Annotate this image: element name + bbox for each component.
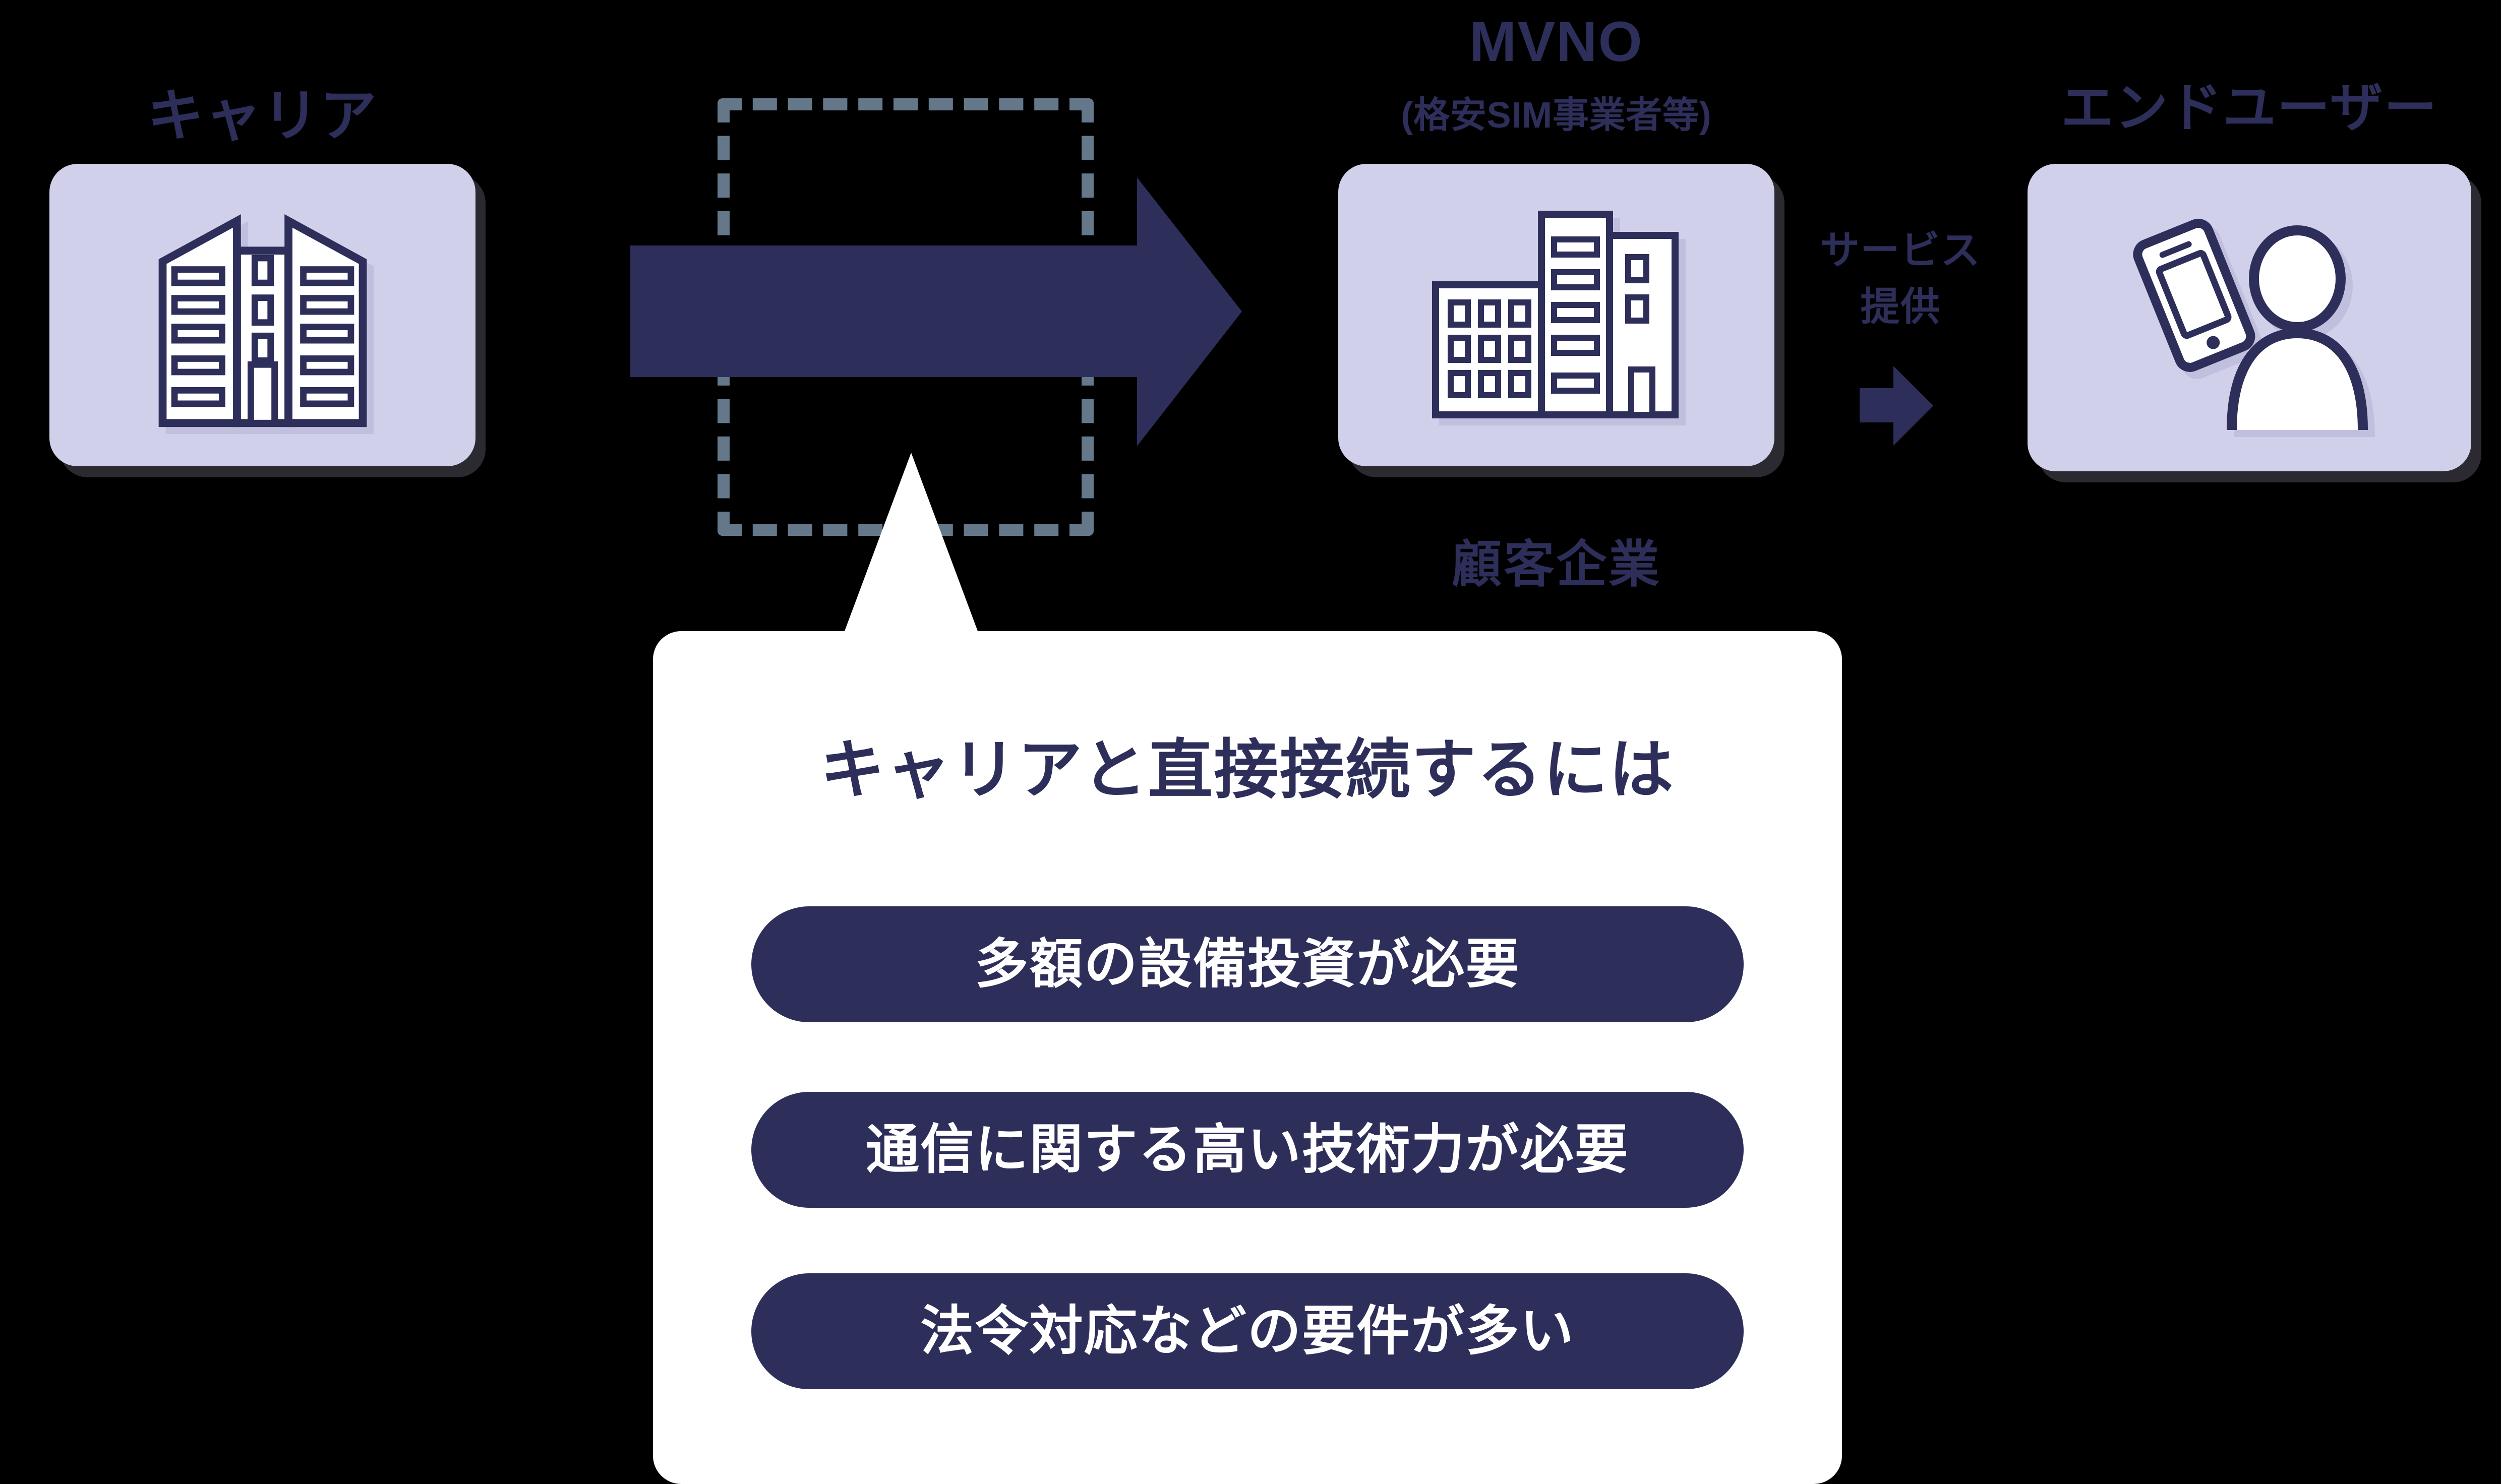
carrier-panel	[49, 164, 475, 466]
end-user-panel	[2028, 164, 2471, 471]
callout-item-legal: 法令対応などの要件が多い	[751, 1273, 1744, 1389]
callout-pointer	[843, 453, 979, 635]
callout-title: キャリアと直接接続するには	[820, 734, 1675, 806]
service-label-line1: サービス	[1820, 228, 1981, 272]
mvno-sublabel: (格安SIM事業者等)	[1401, 95, 1712, 136]
carrier-label: キャリア	[147, 84, 378, 147]
mvno-label-block: MVNO (格安SIM事業者等)	[1338, 4, 1774, 143]
service-arrow-icon	[1860, 366, 1933, 446]
callout-bubble: キャリアと直接接続するには 多額の設備投資が必要 通信に関する高い技術力が必要 …	[653, 631, 1842, 1484]
service-label-line2: 提供	[1860, 284, 1941, 329]
mvno-below-label: 顧客企業	[1451, 536, 1661, 593]
office-buildings-icon	[1432, 211, 1679, 418]
service-label: サービス 提供	[1774, 222, 2027, 335]
person-icon	[2227, 225, 2368, 430]
callout-item-tech: 通信に関する高い技術力が必要	[751, 1092, 1744, 1208]
callout-item-capex: 多額の設備投資が必要	[751, 906, 1744, 1022]
smartphone-user-icon	[2133, 219, 2368, 430]
mvno-label: MVNO	[1469, 10, 1643, 73]
twin-tower-building-icon	[158, 214, 367, 427]
smartphone-icon	[2133, 219, 2255, 372]
direct-connect-arrow-icon	[630, 177, 1242, 446]
end-user-label: エンドユーザー	[2061, 79, 2438, 138]
mvno-panel	[1338, 164, 1774, 466]
